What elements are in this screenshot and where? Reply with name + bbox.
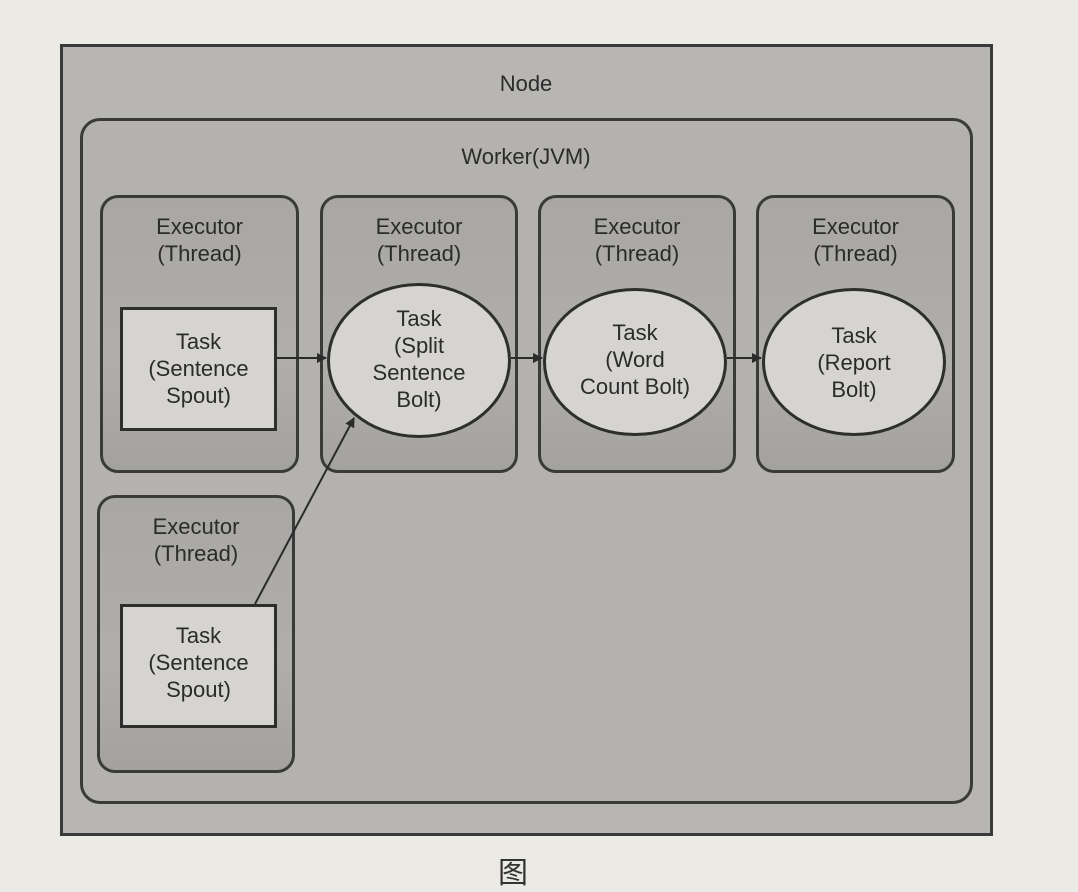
task-label: Task (Split Sentence Bolt) [372, 306, 466, 412]
worker-label: Worker(JVM) [461, 144, 591, 169]
task-label: Task (Word Count Bolt) [579, 320, 691, 399]
task-sentence-spout-2 [120, 604, 277, 728]
executor-label: Executor (Thread) [375, 214, 463, 266]
executor-label: Executor (Thread) [152, 514, 240, 566]
node-label: Node [499, 71, 553, 96]
executor-label: Executor (Thread) [156, 214, 243, 266]
task-report-bolt [762, 288, 946, 436]
task-label: Task (Sentence Spout) [148, 329, 249, 408]
task-label: Task (Report Bolt) [817, 323, 891, 402]
task-label: Task (Sentence Spout) [148, 623, 249, 702]
edge-spout2-to-split [254, 417, 355, 605]
task-sentence-spout-1 [120, 307, 277, 431]
task-split-sentence-bolt [327, 283, 511, 438]
task-word-count-bolt [543, 288, 727, 436]
executor-label: Executor (Thread) [593, 214, 681, 266]
executor-label: Executor (Thread) [812, 214, 899, 266]
figure-caption: 图 [498, 856, 528, 891]
